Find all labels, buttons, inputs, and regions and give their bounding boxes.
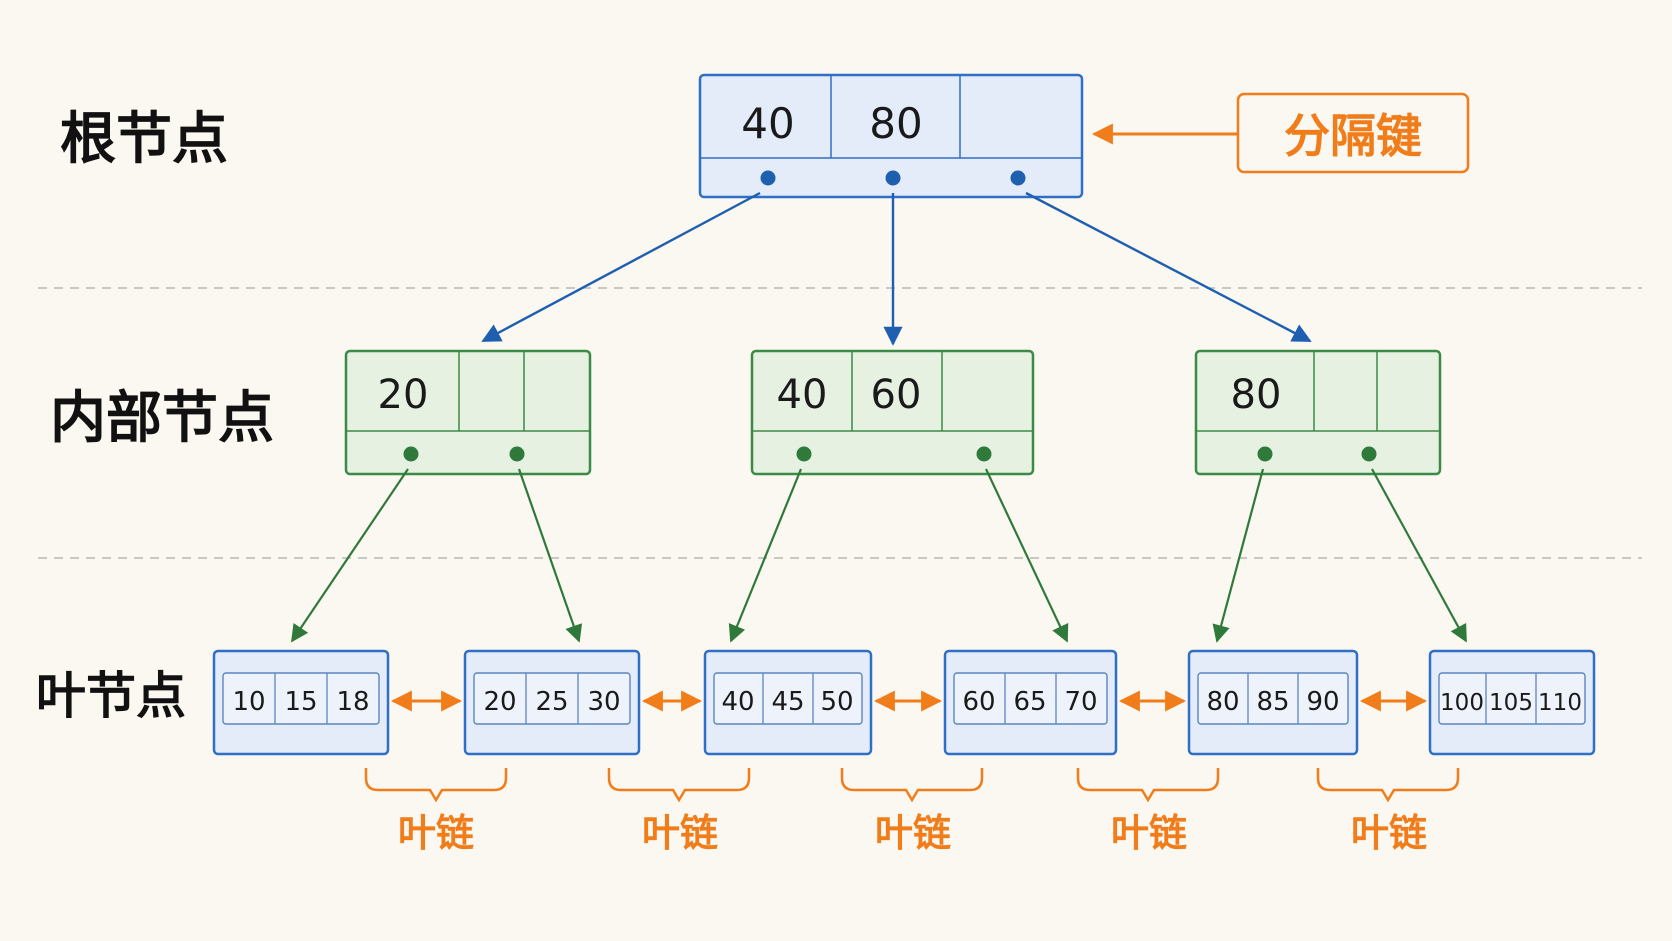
leaf-key: 40 <box>721 687 754 717</box>
leaf-key: 100 <box>1440 690 1484 716</box>
leaf-link: 叶链 <box>607 690 751 855</box>
internal-node: 80 <box>1194 349 1442 476</box>
root-node: 40 80 <box>698 73 1084 199</box>
leaf-level-label: 叶节点 <box>36 667 186 725</box>
leaf-node: 100 105 110 <box>1428 649 1596 756</box>
leaf-link: 叶链 <box>1316 690 1460 855</box>
internal-pointer-dot <box>509 446 525 462</box>
root-key: 40 <box>741 99 794 148</box>
leaf-key: 85 <box>1256 687 1289 717</box>
leaf-link: 叶链 <box>840 690 984 855</box>
root-pointer-dot <box>885 170 901 186</box>
leaf-link-label: 叶链 <box>1351 811 1427 855</box>
internal-key: 40 <box>777 372 828 418</box>
root-pointer-dot <box>1010 170 1026 186</box>
root-level-label: 根节点 <box>60 107 228 172</box>
internal-node: 20 <box>344 349 592 476</box>
separator-key-callout: 分隔键 <box>1091 92 1470 174</box>
leaf-key: 15 <box>284 687 317 717</box>
leaf-key: 25 <box>535 687 568 717</box>
internal-level-label: 内部节点 <box>50 386 274 451</box>
leaf-link-label: 叶链 <box>875 811 951 855</box>
internal-pointer-dot <box>1361 446 1377 462</box>
internal-key: 80 <box>1231 372 1282 418</box>
internal-child-arrow <box>517 468 583 643</box>
leaf-link-label: 叶链 <box>398 811 474 855</box>
leaf-link-brace <box>1076 768 1220 803</box>
internal-pointer-dot <box>1257 446 1273 462</box>
leaf-key: 45 <box>771 687 804 717</box>
leaf-key: 30 <box>587 687 620 717</box>
leaf-key: 80 <box>1206 687 1239 717</box>
internal-node: 40 60 <box>750 349 1035 476</box>
internal-child-arrow <box>985 468 1069 643</box>
internal-pointer-dot <box>976 446 992 462</box>
leaf-link-label: 叶链 <box>642 811 718 855</box>
leaf-link-brace <box>607 768 751 803</box>
leaf-key: 90 <box>1306 687 1339 717</box>
root-child-arrow <box>1025 191 1312 343</box>
internal-child-arrow <box>291 468 409 643</box>
leaf-link-brace <box>840 768 984 803</box>
leaf-key: 65 <box>1013 687 1046 717</box>
root-child-arrow <box>481 191 761 343</box>
leaf-node: 10 15 18 <box>212 649 390 756</box>
internal-key: 60 <box>871 372 922 418</box>
leaf-node: 20 25 30 <box>463 649 641 756</box>
leaf-key: 105 <box>1489 690 1533 716</box>
leaf-node: 80 85 90 <box>1187 649 1359 756</box>
leaf-key: 60 <box>962 687 995 717</box>
internal-pointer-dot <box>796 446 812 462</box>
root-key: 80 <box>869 99 922 148</box>
internal-key: 20 <box>378 372 429 418</box>
root-pointer-dot <box>760 170 776 186</box>
leaf-key: 110 <box>1538 690 1582 716</box>
separator-key-label: 分隔键 <box>1284 109 1422 163</box>
leaf-link-label: 叶链 <box>1111 811 1187 855</box>
leaf-key: 50 <box>820 687 853 717</box>
internal-child-arrow <box>728 468 803 643</box>
leaf-link-brace <box>1316 768 1460 803</box>
leaf-link-brace <box>364 768 508 803</box>
leaf-node: 40 45 50 <box>703 649 873 756</box>
leaf-key: 70 <box>1064 687 1097 717</box>
leaf-key: 20 <box>483 687 516 717</box>
internal-pointer-dot <box>403 446 419 462</box>
leaf-link: 叶链 <box>364 690 508 855</box>
internal-child-arrow <box>1212 468 1265 643</box>
leaf-key: 18 <box>336 687 369 717</box>
leaf-node: 60 65 70 <box>943 649 1118 756</box>
internal-child-arrow <box>1371 468 1467 643</box>
leaf-key: 10 <box>232 687 265 717</box>
leaf-link: 叶链 <box>1076 690 1220 855</box>
